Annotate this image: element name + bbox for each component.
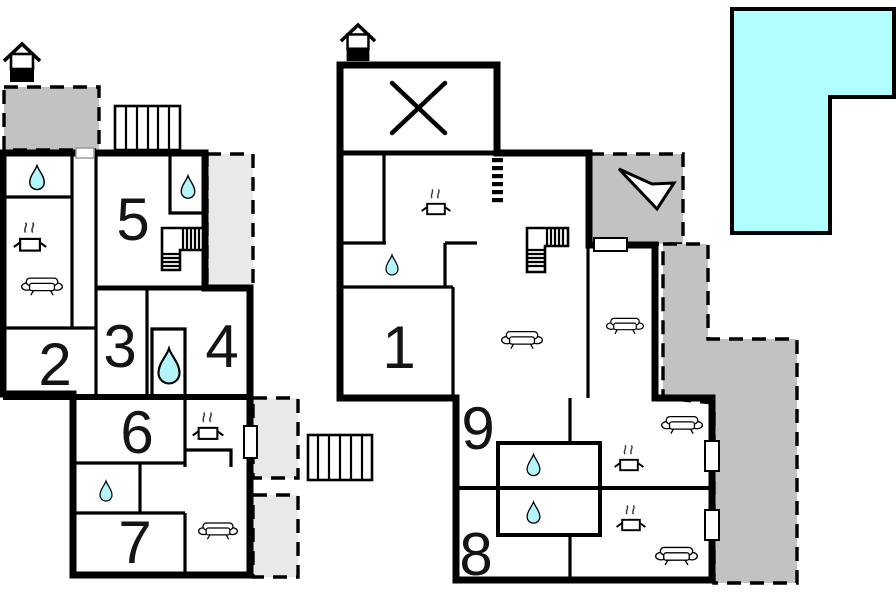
- crossed-area-icon: [389, 80, 448, 136]
- stove-icon: [613, 444, 645, 472]
- bathroom-core-walls: [496, 441, 602, 537]
- interior-walls: [3, 153, 233, 575]
- water-drop-icon: [29, 164, 45, 191]
- terrace-area: [2, 85, 101, 152]
- interior-walls: [340, 153, 590, 580]
- stairs-icon: [525, 226, 570, 274]
- room-6-label: 6: [120, 399, 153, 466]
- right-building: 1 9 8: [336, 61, 720, 588]
- left-building: 2 3 4 5 6 7: [0, 147, 258, 579]
- stove-icon: [615, 504, 647, 532]
- terraces: [2, 85, 799, 585]
- room-3-label: 3: [103, 313, 136, 380]
- room-1-label: 1: [382, 314, 415, 381]
- sofa-icon: [661, 415, 703, 435]
- terrace-area: [251, 493, 300, 579]
- sofa-icon: [655, 546, 698, 566]
- exterior-steps-icon: [113, 104, 182, 152]
- water-drop-icon: [526, 453, 541, 477]
- stove-icon: [12, 221, 48, 252]
- opening-marker: [492, 158, 503, 203]
- water-drop-icon: [526, 501, 541, 524]
- stove-icon: [191, 411, 225, 441]
- stairs-icon: [160, 226, 205, 272]
- room-7-label: 7: [118, 509, 151, 576]
- exterior-steps-icon: [306, 433, 374, 482]
- chimney-icon: [339, 23, 377, 63]
- terrace-area: [588, 152, 685, 246]
- water-drop-icon: [180, 175, 196, 199]
- room-4-label: 4: [205, 313, 238, 380]
- north-arrow-icon: [617, 167, 677, 212]
- room-2-label: 2: [38, 331, 71, 398]
- sofa-icon: [501, 330, 543, 350]
- door-opening: [75, 147, 95, 159]
- sofa-icon: [606, 317, 644, 335]
- swimming-pool: [730, 7, 896, 235]
- window: [593, 237, 628, 252]
- sofa-icon: [21, 277, 63, 297]
- stove-icon: [420, 188, 452, 216]
- water-drop-icon: [157, 347, 181, 385]
- window: [704, 509, 720, 541]
- terrace-area: [205, 152, 255, 289]
- room-9-label: 9: [461, 395, 494, 462]
- window: [243, 425, 258, 459]
- chimney-icon: [2, 42, 42, 84]
- window: [704, 440, 720, 472]
- terrace-area: [661, 242, 799, 585]
- sofa-icon: [198, 522, 238, 541]
- terrace-area: [251, 396, 300, 480]
- water-drop-icon: [99, 480, 113, 502]
- water-drop-icon: [385, 254, 399, 276]
- room-5-label: 5: [116, 186, 149, 253]
- room-8-label: 8: [459, 521, 492, 588]
